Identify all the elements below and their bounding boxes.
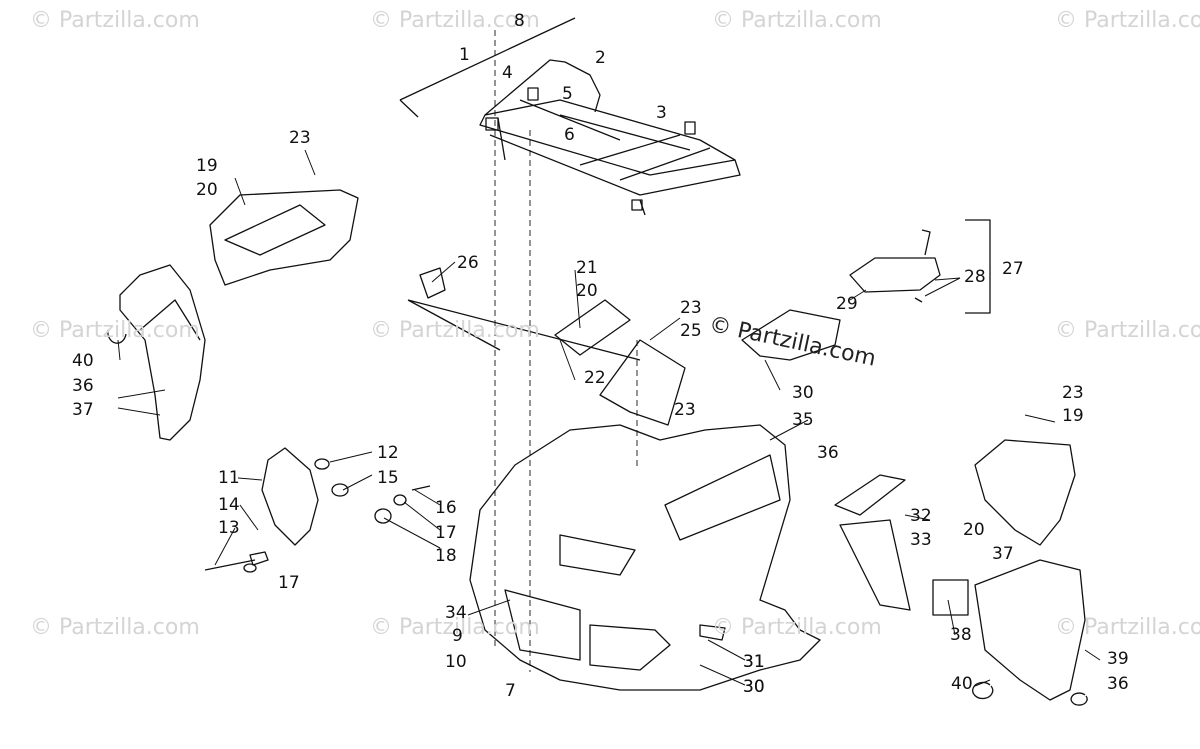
callout-label: 11 [218,468,240,488]
callout-label: 19 [196,156,218,176]
callout-label: 15 [377,468,399,488]
decal-38 [932,579,969,616]
callout-label: 17 [278,573,300,593]
callout-label: 34 [445,603,467,623]
callout-label: 31 [743,652,765,672]
rear-rack [479,59,741,216]
callout-label: 25 [680,321,702,341]
callout-label: 26 [457,253,479,273]
hardware [204,458,431,573]
bracket-24 [599,339,686,426]
callout-label: 17 [435,523,457,543]
callout-label: 32 [910,506,932,526]
headlight-cover [261,447,319,546]
callout-label: 38 [950,625,972,645]
callout-label: 28 [964,267,986,287]
watermark-text: © Partzilla.com [370,615,540,640]
callout-label: 37 [992,544,1014,564]
callout-label: 30 [792,383,814,403]
rack-bracket [399,17,576,118]
callout-label: 39 [1107,649,1129,669]
mud-flap-left [107,264,206,441]
callout-label: 29 [836,294,858,314]
callout-label: 40 [951,674,973,694]
decal-21 [554,299,631,356]
side-panel-right [974,439,1076,546]
callout-label: 23 [1062,383,1084,403]
watermark-text: © Partzilla.com [370,318,540,343]
callout-label: 12 [377,443,399,463]
callout-label: 20 [576,281,598,301]
callout-label: 36 [72,376,94,396]
callout-label: 1 [459,45,470,65]
watermark-text: © Partzilla.com [712,8,882,33]
callout-label: 3 [656,103,667,123]
callout-label: 4 [502,63,513,83]
decal-31 [834,474,906,516]
callout-label: 20 [963,520,985,540]
callout-label: 2 [595,48,606,68]
callout-label: 30 [743,677,765,697]
callout-label: 23 [680,298,702,318]
callout-label: 16 [435,498,457,518]
callout-label: 7 [505,681,516,701]
callout-label: 40 [72,351,94,371]
callout-label: 5 [562,84,573,104]
watermark-text: © Partzilla.com [1055,318,1200,343]
callout-label: 21 [576,258,598,278]
callout-label: 13 [218,518,240,538]
callout-label: 19 [1062,406,1084,426]
callout-label: 36 [817,443,839,463]
callout-label: 23 [289,128,311,148]
watermark-text: © Partzilla.com [1055,615,1200,640]
callout-label: 33 [910,530,932,550]
callout-label: 35 [792,410,814,430]
watermark-text: © Partzilla.com [370,8,540,33]
watermark-text: © Partzilla.com [30,318,200,343]
callout-label: 18 [435,546,457,566]
callout-label: 22 [584,368,606,388]
watermark-text: © Partzilla.com [30,615,200,640]
storage-cover [849,219,991,314]
watermark-text: © Partzilla.com [712,615,882,640]
cover-25 [741,309,841,361]
decal-33 [419,267,446,299]
callout-label: 23 [674,400,696,420]
mud-flap-right [974,559,1086,701]
callout-label: 14 [218,495,240,515]
watermark-text: © Partzilla.com [30,8,200,33]
side-panel-left [209,189,359,286]
callout-label: 10 [445,652,467,672]
callout-label: 6 [564,125,575,145]
callout-label: 20 [196,180,218,200]
callout-label: 30 [743,677,765,697]
callout-label: 36 [1107,674,1129,694]
callout-label: 37 [72,400,94,420]
callout-label: 9 [452,626,463,646]
callout-label: 31 [743,652,765,672]
watermark-text: © Partzilla.com [1055,8,1200,33]
callout-label: 27 [1002,259,1024,279]
callout-label: 8 [514,11,525,31]
front-fender [469,424,821,691]
decal-32 [839,519,911,611]
